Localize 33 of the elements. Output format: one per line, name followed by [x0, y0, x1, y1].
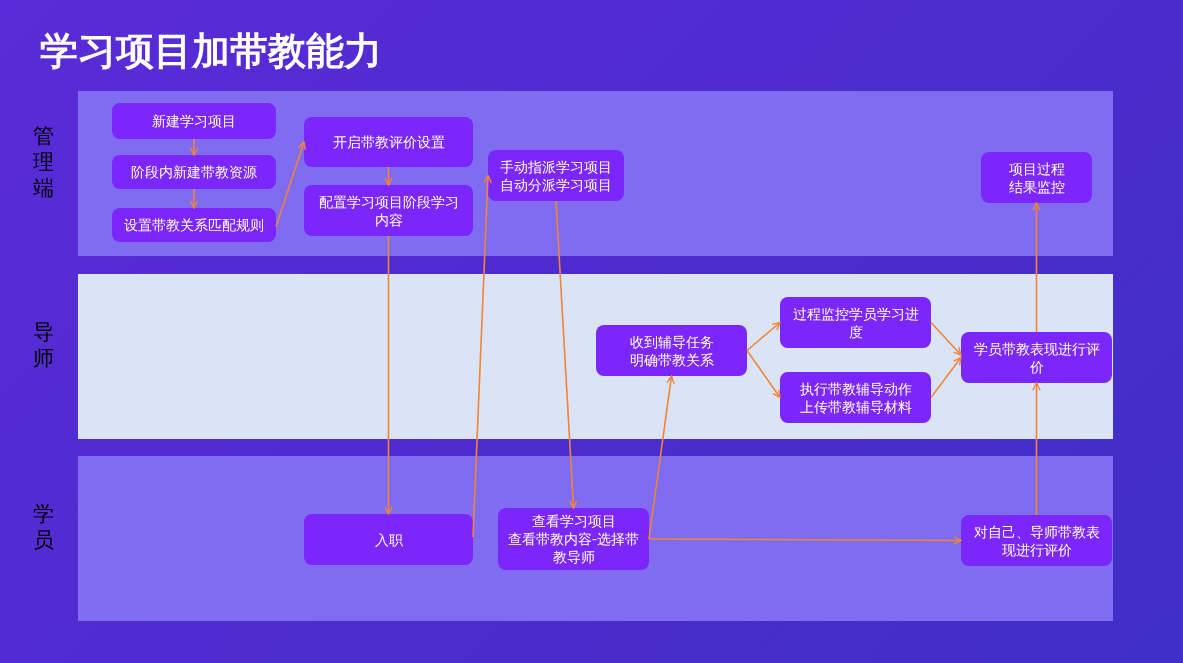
process-box: 执行带教辅导动作 上传带教辅导材料 — [780, 372, 931, 423]
arrow — [648, 375, 675, 540]
arrow — [555, 200, 578, 509]
arrow — [189, 138, 199, 156]
process-box: 收到辅导任务 明确带教关系 — [596, 325, 747, 376]
process-box: 阶段内新建带教资源 — [112, 155, 276, 189]
arrow — [275, 141, 306, 228]
process-box: 设置带教关系匹配规则 — [112, 208, 276, 242]
arrow — [1032, 202, 1041, 333]
process-box: 开启带教评价设置 — [304, 117, 473, 167]
title: 学习项目加带教能力 — [40, 28, 382, 75]
process-box: 项目过程结果监控 — [981, 152, 1092, 203]
lane-label: 管理端 — [31, 123, 55, 201]
process-box: 配置学习项目阶段学习内容 — [304, 185, 473, 236]
arrow — [746, 321, 781, 352]
arrow — [1032, 382, 1041, 516]
process-box: 查看学习项目 查看带教内容-选择带教导师 — [498, 508, 649, 570]
arrow — [930, 356, 962, 399]
process-box: 入职 — [304, 514, 473, 565]
arrow — [189, 188, 199, 209]
arrow — [384, 166, 393, 186]
arrow — [648, 536, 962, 545]
arrow — [930, 321, 962, 356]
process-box: 新建学习项目 — [112, 103, 276, 139]
process-box: 过程监控学员学习进度 — [780, 297, 931, 348]
process-box: 学员带教表现进行评价 — [961, 332, 1112, 383]
lane-label: 学员 — [31, 501, 55, 553]
arrow — [472, 174, 492, 538]
lane-label: 导师 — [31, 319, 55, 371]
process-box: 对自己、导师带教表现进行评价 — [961, 515, 1112, 566]
process-box: 手动指派学习项目 自动分派学习项目 — [488, 150, 624, 201]
arrow — [746, 349, 781, 399]
arrow — [384, 235, 393, 515]
